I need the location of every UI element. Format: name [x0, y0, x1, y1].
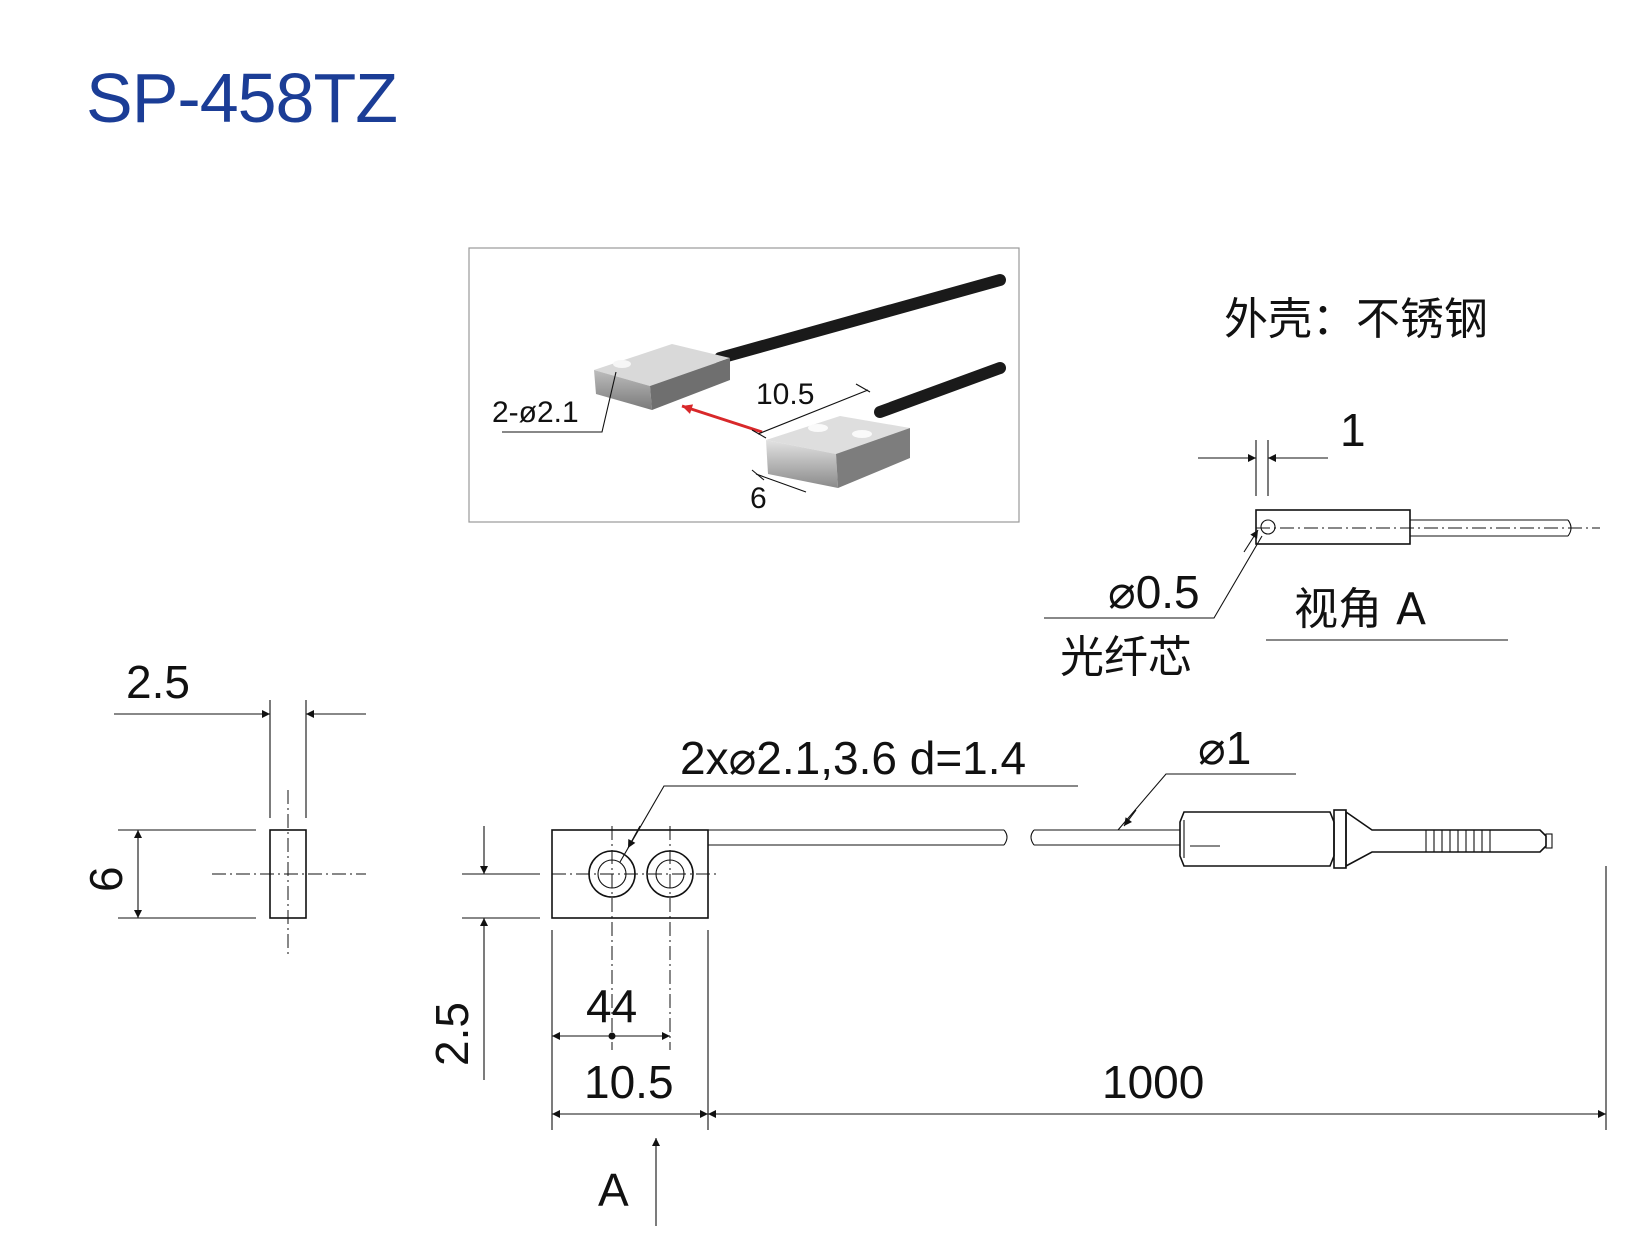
- body-length-label: 10.5: [584, 1056, 674, 1108]
- hole-pitch-label: 44: [586, 980, 637, 1032]
- front-view-drawing: [462, 773, 1607, 1226]
- cable-diameter-label: ⌀1: [1198, 722, 1251, 774]
- view-a-drawing: [1044, 440, 1600, 641]
- side-view-drawing: [114, 700, 366, 954]
- center-offset-label: 2.5: [426, 1002, 478, 1066]
- photo-hole-label: 2-ø2.1: [492, 396, 579, 429]
- core-diameter-label: ⌀0.5: [1108, 566, 1200, 618]
- holes-label: 2x⌀2.1,3.6 d=1.4: [680, 732, 1026, 784]
- photo-length-label: 10.5: [756, 378, 814, 411]
- view-arrow-label: A: [598, 1164, 629, 1216]
- product-photo: [468, 247, 1020, 523]
- view-a-width-label: 1: [1340, 404, 1366, 456]
- view-a-name: 视角 A: [1294, 584, 1426, 635]
- cable-length-label: 1000: [1102, 1056, 1204, 1108]
- side-thickness-label: 2.5: [126, 656, 190, 708]
- material-label: 外壳：不锈钢: [1224, 294, 1488, 345]
- core-name-label: 光纤芯: [1060, 632, 1192, 683]
- page-title: SP-458TZ: [86, 59, 398, 137]
- side-height-label: 6: [80, 866, 132, 892]
- photo-height-label: 6: [750, 482, 767, 515]
